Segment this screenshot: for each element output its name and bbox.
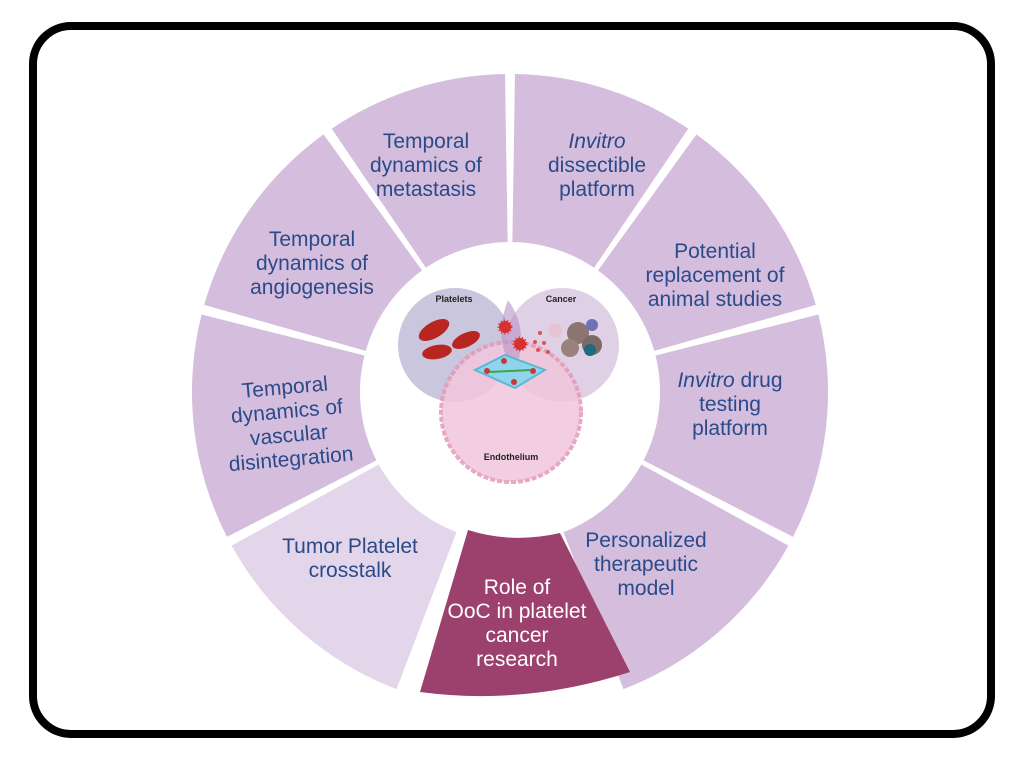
segment-label-vascular: Temporaldynamics ofvasculardisintegratio…: [222, 371, 355, 477]
segment-animal-studies: [597, 134, 816, 351]
chip-port-icon: [484, 368, 490, 374]
cancer-particle-icon: [533, 340, 537, 344]
chip-port-icon: [501, 358, 507, 364]
segment-personalized: [563, 464, 789, 690]
immune-cell-icon: [548, 323, 562, 337]
segment-drug-testing: [643, 314, 829, 537]
segment-tumor-platelet: [231, 464, 457, 690]
cancer-particle-icon: [542, 341, 546, 345]
immune-cell-icon: [584, 344, 596, 356]
activated-platelet-icon: [497, 319, 513, 335]
chip-port-icon: [511, 379, 517, 385]
chip-channel-icon: [489, 369, 531, 373]
segment-angiogenesis: [204, 134, 423, 351]
activated-platelet-icon: [512, 336, 528, 352]
venn-label-cancer: Cancer: [546, 294, 577, 304]
segment-metastasis: [331, 74, 508, 268]
cancer-particle-icon: [538, 331, 542, 335]
segment-invitro-dissectible: [512, 74, 689, 268]
platelet-cell-icon: [422, 344, 452, 360]
venn-label-platelets: Platelets: [435, 294, 472, 304]
cancer-particle-icon: [546, 350, 550, 354]
cancer-cell-icon: [567, 322, 589, 344]
segment-vascular: [192, 314, 377, 537]
platelet-cell-icon: [452, 331, 480, 349]
venn-label-endothelium: Endothelium: [484, 452, 539, 462]
immune-cell-icon: [586, 319, 598, 331]
cancer-cell-icon: [561, 339, 579, 357]
cancer-particle-icon: [536, 348, 540, 352]
chip-port-icon: [530, 368, 536, 374]
venn-overlap: [501, 300, 522, 372]
platelet-cell-icon: [418, 319, 450, 341]
center-segment-role-of-ooc: [420, 530, 630, 697]
